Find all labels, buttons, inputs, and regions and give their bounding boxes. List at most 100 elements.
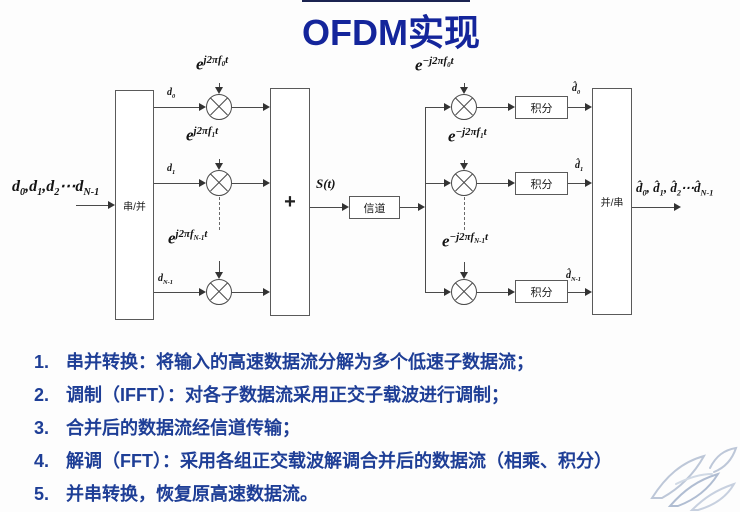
- rx-carrier-n1-label: e−j2πfN-1t: [442, 231, 489, 251]
- note-number: 5.: [34, 484, 50, 504]
- flow-line: [477, 107, 509, 108]
- flow-line: [464, 262, 465, 273]
- arrowhead-icon: [444, 179, 451, 187]
- tx-carrier-n1-label: ej2πfN-1t: [168, 228, 208, 248]
- page-title: OFDM实现: [302, 12, 480, 53]
- arrowhead-icon: [263, 103, 270, 111]
- flow-line: [568, 183, 586, 184]
- arrowhead-icon: [585, 179, 592, 187]
- branch-dn1-label: dN-1: [158, 273, 173, 286]
- arrowhead-icon: [585, 288, 592, 296]
- parallel-to-serial-label: 并/串: [600, 198, 624, 209]
- note-text: 调制（IFFT）：对各子数据流采用正交子载波进行调制；: [66, 385, 509, 405]
- arrowhead-icon: [508, 103, 515, 111]
- flow-line: [219, 83, 220, 88]
- distribution-line: [425, 107, 426, 292]
- arrowhead-icon: [342, 203, 349, 211]
- integrator-label: 积分: [530, 286, 553, 299]
- flow-line: [568, 107, 586, 108]
- arrowhead-icon: [460, 87, 468, 94]
- integrator-label: 积分: [530, 178, 553, 191]
- arrowhead-icon: [215, 272, 223, 279]
- flow-line: [154, 292, 200, 293]
- channel-box: 信道: [349, 196, 400, 219]
- integrator-box-0: 积分: [515, 96, 568, 119]
- dhat1-label: d̂1: [575, 160, 584, 173]
- channel-label: 信道: [363, 202, 386, 215]
- flow-line: [232, 292, 264, 293]
- flow-line: [464, 160, 465, 164]
- flow-line: [425, 292, 445, 293]
- dhatn1-label: d̂N-1: [566, 270, 581, 283]
- flow-line: [477, 183, 509, 184]
- flow-line: [232, 107, 264, 108]
- arrowhead-icon: [674, 203, 681, 211]
- arrowhead-icon: [460, 163, 468, 170]
- notes-list: 1. 串并转换：将输入的高速数据流分解为多个低速子数据流； 2. 调制（IFFT…: [34, 346, 724, 511]
- flow-line: [464, 83, 465, 88]
- multiplier-icon: [206, 170, 232, 196]
- ellipsis-dashed-line: [219, 197, 220, 230]
- st-signal-label: S(t): [316, 176, 336, 191]
- flow-line: [425, 107, 445, 108]
- flow-line: [632, 207, 675, 208]
- arrowhead-icon: [108, 201, 115, 209]
- flow-line: [154, 107, 200, 108]
- integrator-box-1: 积分: [515, 172, 568, 195]
- plus-sign: +: [284, 190, 296, 213]
- note-number: 4.: [34, 451, 50, 471]
- flow-line: [219, 159, 220, 164]
- flow-line: [477, 292, 509, 293]
- arrowhead-icon: [444, 103, 451, 111]
- arrowhead-icon: [215, 163, 223, 170]
- integrator-box-2: 积分: [515, 280, 568, 303]
- dhat0-label: d̂0: [572, 83, 581, 96]
- flow-line: [76, 205, 108, 206]
- note-number: 1.: [34, 352, 50, 372]
- rx-carrier-1-label: e−j2πf1t: [448, 126, 487, 146]
- list-item: 4. 解调（FFT）：采用各组正交载波解调合并后的数据流（相乘、积分）: [34, 445, 724, 478]
- output-signal-label: d̂0, d̂1, d̂2⋯d̂N-1: [636, 180, 714, 198]
- list-item: 3. 合并后的数据流经信道传输；: [34, 412, 724, 445]
- multiplier-icon: [451, 94, 477, 120]
- multiplier-icon: [451, 170, 477, 196]
- serial-to-parallel-box: 串/并: [115, 90, 154, 320]
- arrowhead-icon: [418, 203, 425, 211]
- flow-line: [232, 183, 264, 184]
- arrowhead-icon: [460, 272, 468, 279]
- list-item: 5. 并串转换，恢复原高速数据流。: [34, 478, 724, 511]
- multiplier-icon: [451, 279, 477, 305]
- ellipsis-dashed-line: [464, 197, 465, 230]
- flow-line: [425, 183, 445, 184]
- summation-box: +: [270, 88, 310, 316]
- arrowhead-icon: [199, 179, 206, 187]
- arrowhead-icon: [585, 103, 592, 111]
- arrowhead-icon: [215, 87, 223, 94]
- input-signal-label: d0,d1,d2⋯dN-1: [12, 178, 100, 199]
- arrowhead-icon: [508, 179, 515, 187]
- arrowhead-icon: [199, 103, 206, 111]
- list-item: 1. 串并转换：将输入的高速数据流分解为多个低速子数据流；: [34, 346, 724, 379]
- flow-line: [568, 292, 586, 293]
- arrowhead-icon: [263, 179, 270, 187]
- note-number: 3.: [34, 418, 50, 438]
- multiplier-icon: [206, 279, 232, 305]
- watermark-logo: [650, 446, 738, 511]
- branch-d0-label: d0: [167, 87, 176, 100]
- tx-carrier-0-label: ej2πf0t: [196, 54, 229, 74]
- note-text: 解调（FFT）：采用各组正交载波解调合并后的数据流（相乘、积分）: [66, 451, 612, 471]
- ofdm-block-diagram: d0,d1,d2⋯dN-1 串/并 d0 d1 dN-1 ej2πf0t ej2…: [0, 0, 740, 345]
- arrowhead-icon: [199, 288, 206, 296]
- arrowhead-icon: [444, 288, 451, 296]
- multiplier-icon: [206, 94, 232, 120]
- integrator-label: 积分: [530, 102, 553, 115]
- serial-to-parallel-label: 串/并: [123, 201, 146, 213]
- arrowhead-icon: [508, 288, 515, 296]
- branch-d1-label: d1: [167, 163, 176, 176]
- rx-carrier-0-label: e−j2πf0t: [415, 55, 454, 75]
- flow-line: [154, 183, 200, 184]
- arrowhead-icon: [263, 288, 270, 296]
- note-text: 串并转换：将输入的高速数据流分解为多个低速子数据流；: [66, 352, 534, 372]
- note-number: 2.: [34, 385, 50, 405]
